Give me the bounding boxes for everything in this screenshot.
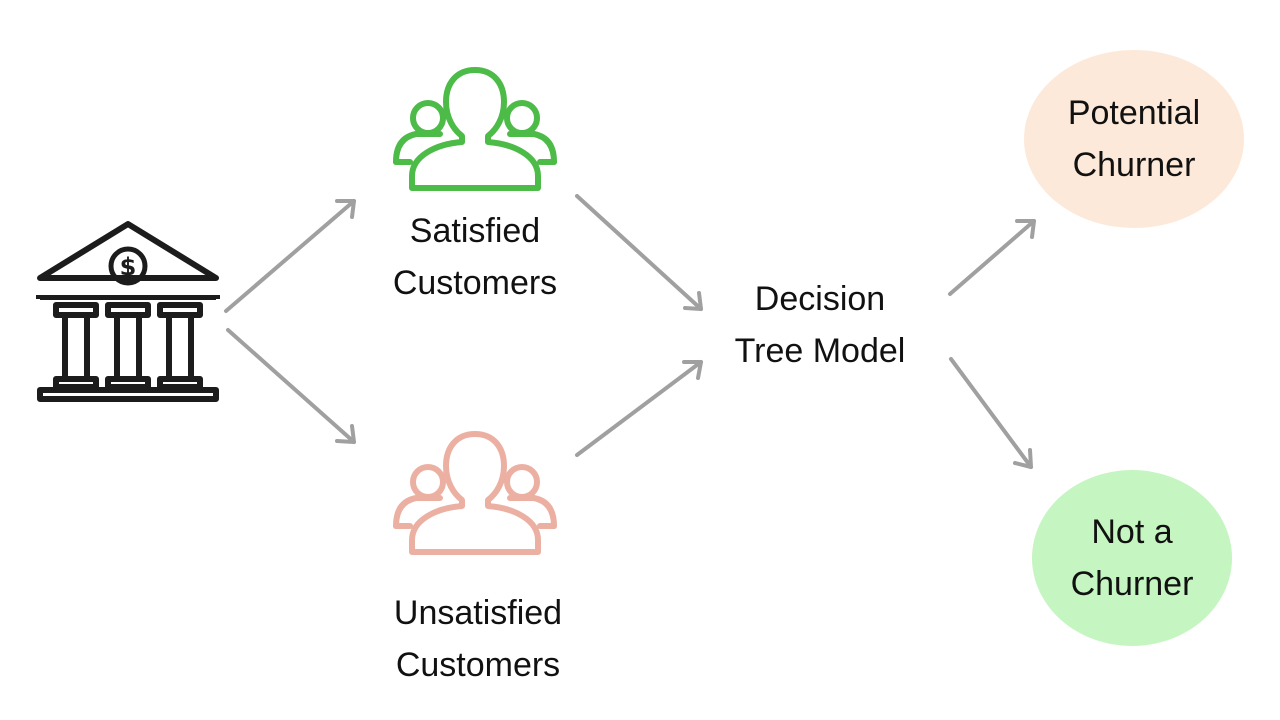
arrow-unsatisfied-to-model [575, 360, 703, 457]
svg-text:$: $ [120, 253, 137, 281]
not-a-churner-node: Not a Churner [1032, 470, 1232, 646]
unsatisfied-line-2: Customers [395, 646, 561, 684]
model-line-1: Decision [754, 280, 886, 318]
arrow-model-to-not-churner [949, 357, 1033, 469]
model-line-2: Tree Model [734, 332, 906, 370]
users-group-icon [392, 66, 558, 192]
satisfied-line-1: Satisfied [409, 212, 541, 250]
bank-icon: $ [34, 218, 222, 406]
unsatisfied-line-1: Unsatisfied [393, 594, 563, 632]
satisfied-customers-label: Satisfied Customers [355, 205, 595, 309]
arrow-model-to-potential [948, 219, 1036, 296]
arrow-satisfied-to-model [575, 194, 703, 311]
not-churner-line-1: Not a [1091, 513, 1173, 551]
potential-churner-node: Potential Churner [1024, 50, 1244, 228]
decision-tree-model-label: Decision Tree Model [700, 273, 940, 377]
unsatisfied-customers-label: Unsatisfied Customers [355, 587, 601, 691]
arrow-bank-to-satisfied [224, 199, 356, 313]
arrow-bank-to-unsatisfied [226, 328, 356, 444]
not-churner-line-2: Churner [1070, 565, 1194, 603]
satisfied-line-2: Customers [392, 264, 558, 302]
potential-line-1: Potential [1067, 94, 1201, 132]
potential-line-2: Churner [1072, 146, 1196, 184]
users-group-icon [392, 430, 558, 556]
